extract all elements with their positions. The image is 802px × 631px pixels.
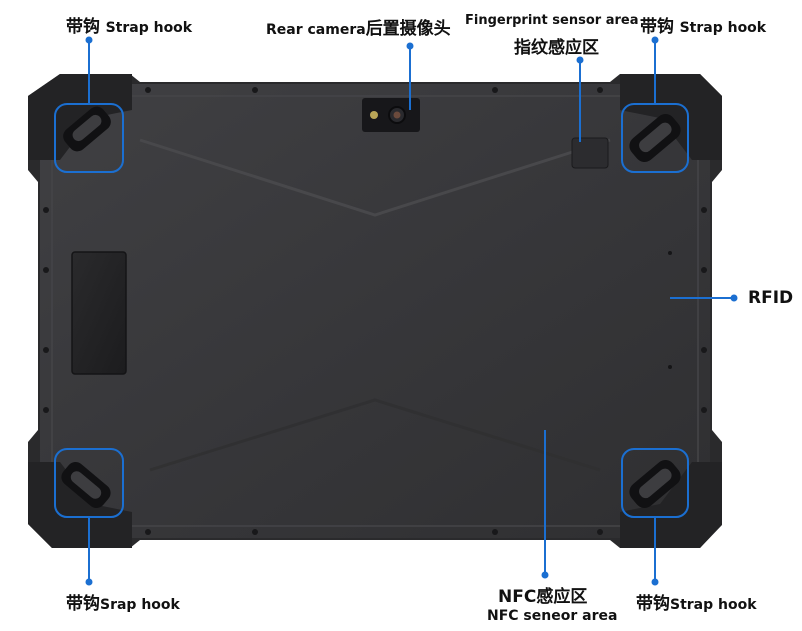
callout-dots: [85, 36, 738, 586]
label-zh: 后置摄像头: [365, 19, 451, 39]
rfid-dot-bottom: [668, 365, 672, 369]
strap-hook-top-right: [629, 114, 681, 162]
label-zh: NFC感应区: [498, 587, 588, 607]
label-zh: 带钩: [66, 17, 100, 37]
label-zh: 带钩: [640, 17, 674, 37]
label-en: Rear camera: [266, 22, 366, 38]
label-zh: 带钩: [636, 594, 670, 614]
label-en: Strap hook: [679, 20, 767, 36]
callout-lines: [88, 40, 734, 582]
label-rfid: RFID: [748, 288, 793, 308]
label-strap-hook-top-right: 带钩 Strap hook: [640, 12, 766, 37]
label-en: Strap hook: [670, 597, 757, 613]
label-en: RFID: [748, 288, 794, 308]
panel-crease: [139, 138, 611, 217]
panel-crease-lower: [149, 398, 601, 472]
label-en: Srap hook: [100, 597, 180, 613]
label-nfc-zh: NFC感应区: [498, 582, 587, 607]
label-zh: 指纹感应区: [514, 38, 599, 58]
label-nfc-en: NFC seneor area: [487, 605, 617, 624]
screws: [43, 87, 707, 535]
label-en: Fingerprint sensor area: [465, 13, 639, 28]
tablet-back-panel: [40, 84, 710, 538]
fingerprint-sensor: [571, 137, 609, 169]
label-strap-hook-bottom-right: 带钩Strap hook: [636, 589, 757, 614]
rfid-dot-top: [668, 251, 672, 255]
label-strap-hook-bottom-left: 带钩Srap hook: [66, 589, 180, 614]
panel-inset: [51, 95, 699, 527]
side-window: [71, 251, 127, 375]
label-strap-hook-top-left: 带钩 Strap hook: [66, 12, 192, 37]
strap-hook-top-left: [63, 106, 111, 152]
label-en: Strap hook: [105, 20, 193, 36]
label-en: NFC seneor area: [487, 608, 618, 624]
strap-hook-bottom-left: [61, 462, 111, 508]
label-fingerprint-en: Fingerprint sensor area: [465, 9, 638, 28]
label-zh: 带钩: [66, 594, 100, 614]
strap-hook-bottom-right: [629, 460, 681, 508]
rear-camera-module: [362, 98, 420, 132]
label-rear-camera: Rear camera后置摄像头: [266, 14, 451, 39]
label-fingerprint-zh: 指纹感应区: [514, 33, 599, 58]
